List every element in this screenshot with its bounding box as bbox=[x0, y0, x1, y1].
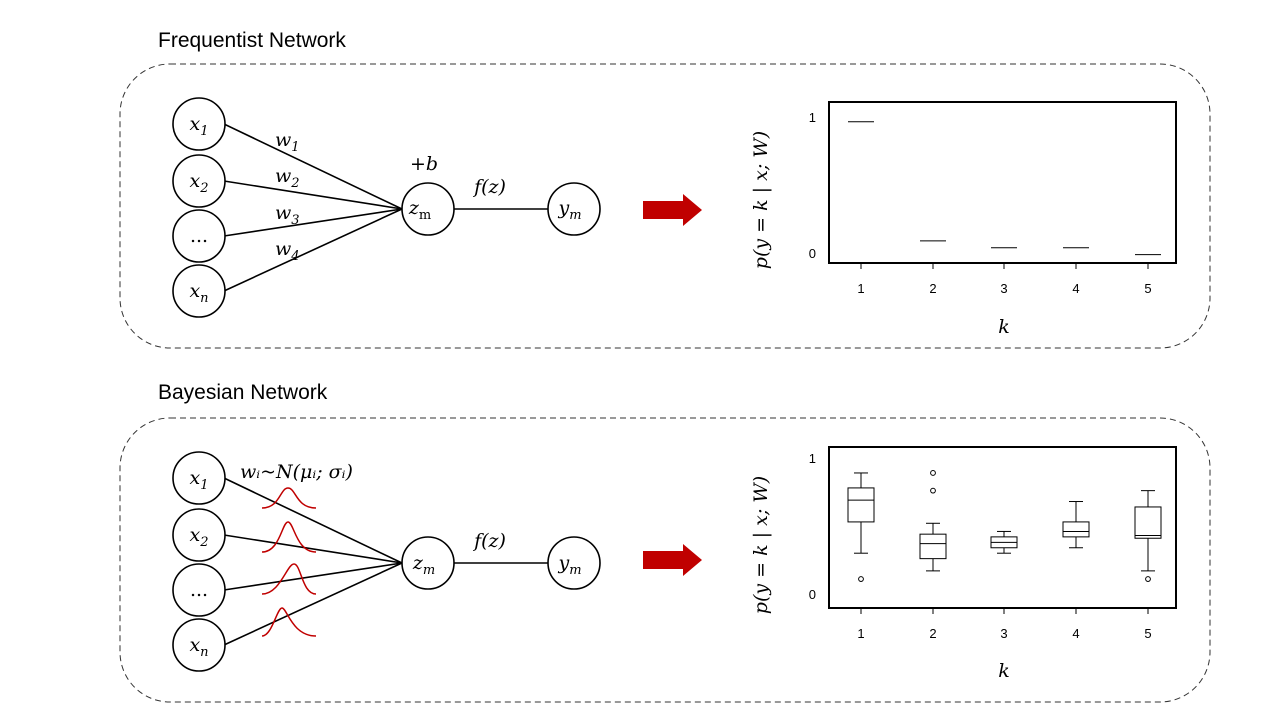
weight-label-1: w1 bbox=[275, 129, 300, 155]
box-plot-4 bbox=[1062, 501, 1090, 549]
outlier-point bbox=[930, 470, 936, 476]
input-label-ellipsis: ... bbox=[190, 579, 208, 601]
sum-node bbox=[401, 182, 455, 236]
outlier-point bbox=[1145, 576, 1151, 582]
right-arrow-icon bbox=[643, 194, 702, 226]
output-node-label: ym bbox=[557, 197, 581, 223]
x-tick-label: 2 bbox=[929, 626, 936, 641]
box-plot-3 bbox=[990, 530, 1018, 554]
x-tick-label: 3 bbox=[1000, 626, 1007, 641]
input-label-n: xn bbox=[189, 634, 208, 660]
iqr-box bbox=[847, 487, 875, 523]
edge-x2-z bbox=[223, 180, 403, 210]
y-axis-label: p(y = k | x; W) bbox=[750, 131, 772, 269]
y-axis-label: p(y = k | x; W) bbox=[750, 476, 772, 614]
bayesian-network: x1 x2 ... xn wᵢ~N(μᵢ; σᵢ) zm f(z) ym bbox=[172, 451, 601, 672]
input-label-2: x2 bbox=[190, 524, 209, 550]
x-tick-label: 4 bbox=[1072, 626, 1079, 641]
output-node bbox=[547, 536, 601, 590]
weight-label-2: w2 bbox=[275, 165, 300, 191]
plot-area bbox=[828, 101, 1177, 264]
x-tick-label: 1 bbox=[857, 626, 864, 641]
x-tick-label: 4 bbox=[1072, 281, 1079, 296]
input-label-1: x1 bbox=[190, 467, 209, 493]
sum-node bbox=[401, 536, 455, 590]
frequentist-frame bbox=[119, 63, 1211, 349]
frequentist-network: x1 x2 ... xn w1 w2 w3 w4 +b zm f(z) ym bbox=[172, 97, 601, 318]
edge-xn-z bbox=[223, 562, 403, 646]
outlier-point bbox=[930, 487, 936, 494]
input-node-2 bbox=[172, 154, 226, 208]
box-plot-5 bbox=[1134, 490, 1162, 582]
sum-node-label: zm bbox=[412, 552, 435, 578]
input-label-n: xn bbox=[189, 280, 208, 306]
bayesian-probability-chart: 1 0 p(y = k | x; W) k 1 2 3 4 5 bbox=[750, 446, 1177, 682]
activation-label: f(z) bbox=[472, 530, 506, 552]
outlier-point bbox=[858, 576, 864, 582]
input-node-1 bbox=[172, 97, 226, 151]
x-axis-label: k bbox=[998, 316, 1010, 338]
input-node-3 bbox=[172, 209, 226, 263]
y-tick-label-min: 0 bbox=[809, 246, 816, 261]
output-node bbox=[547, 182, 601, 236]
frequentist-title: Frequentist Network bbox=[158, 29, 346, 52]
input-node-3 bbox=[172, 563, 226, 617]
plot-area bbox=[828, 446, 1177, 609]
input-node-1 bbox=[172, 451, 226, 505]
input-node-n bbox=[172, 618, 226, 672]
weight-distribution-label: wᵢ~N(μᵢ; σᵢ) bbox=[240, 461, 353, 483]
bias-label: +b bbox=[410, 153, 438, 175]
iqr-box bbox=[1062, 521, 1090, 538]
gaussian-icon-3 bbox=[261, 563, 317, 595]
x-tick-label: 5 bbox=[1144, 281, 1151, 296]
iqr-box bbox=[919, 533, 947, 560]
bayesian-frame bbox=[119, 417, 1211, 703]
gaussian-icon-4 bbox=[261, 607, 317, 637]
edge-x3-z bbox=[223, 562, 403, 591]
input-node-2 bbox=[172, 508, 226, 562]
box-plot-1 bbox=[847, 472, 875, 582]
sum-node-label: zm bbox=[408, 197, 431, 223]
x-tick-label: 5 bbox=[1144, 626, 1151, 641]
bayesian-title: Bayesian Network bbox=[158, 381, 328, 404]
iqr-box bbox=[1134, 506, 1162, 539]
x-tick-label: 1 bbox=[857, 281, 864, 296]
x-tick-label: 3 bbox=[1000, 281, 1007, 296]
activation-label: f(z) bbox=[472, 176, 506, 198]
x-tick-label: 2 bbox=[929, 281, 936, 296]
input-label-ellipsis: ... bbox=[190, 225, 208, 247]
y-tick-label-max: 1 bbox=[809, 451, 816, 466]
gaussian-icon-1 bbox=[261, 487, 317, 509]
input-label-1: x1 bbox=[190, 113, 209, 139]
edge-xn-z bbox=[223, 208, 403, 292]
input-label-2: x2 bbox=[190, 170, 209, 196]
frequentist-probability-chart: 1 0 p(y = k | x; W) k 1 2 3 4 5 bbox=[750, 101, 1177, 338]
y-tick-label-max: 1 bbox=[809, 110, 816, 125]
edge-x1-z bbox=[223, 123, 403, 210]
y-tick-label-min: 0 bbox=[809, 587, 816, 602]
weight-label-4: w4 bbox=[275, 238, 300, 264]
box-plot-2 bbox=[919, 470, 947, 572]
x-axis-label: k bbox=[998, 660, 1010, 682]
gaussian-icon-2 bbox=[261, 521, 317, 553]
output-node-label: ym bbox=[557, 552, 581, 578]
weight-label-3: w3 bbox=[275, 202, 300, 228]
input-node-n bbox=[172, 264, 226, 318]
edge-x3-z bbox=[223, 208, 403, 237]
edge-x1-z bbox=[223, 477, 403, 564]
right-arrow-icon bbox=[643, 544, 702, 576]
edge-x2-z bbox=[223, 534, 403, 564]
